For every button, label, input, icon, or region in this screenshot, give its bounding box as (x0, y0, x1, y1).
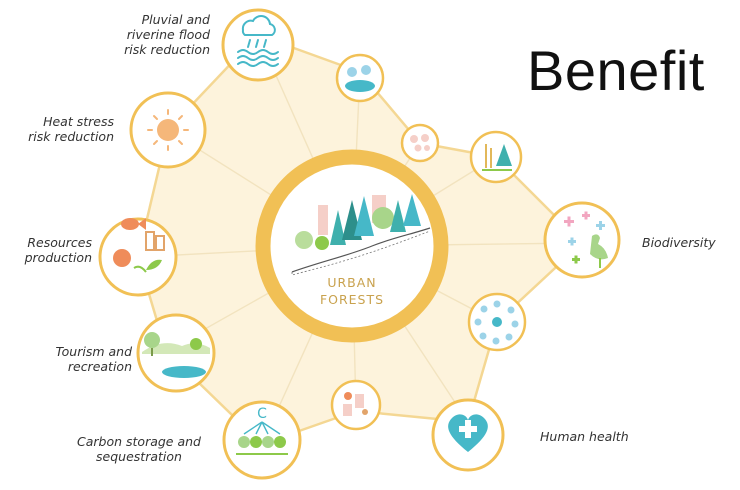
park-landscape-icon (142, 332, 210, 378)
resources-label-line2: production (24, 250, 92, 265)
tourism-label-line1: Tourism and (55, 344, 132, 359)
carbon-trees-icon: C (236, 406, 288, 455)
hand-coins-icon (343, 392, 368, 416)
wetland-icon (482, 144, 512, 171)
health-label: Human health (540, 429, 629, 444)
microbe-ring-icon (474, 300, 519, 345)
pluvial-label: Pluvial and riverine flood risk reductio… (94, 12, 210, 57)
pluvial-node (221, 8, 295, 82)
insect-icon (410, 134, 430, 152)
sun-icon (147, 109, 189, 151)
insect-node (400, 123, 440, 163)
carbon-node: C (222, 400, 302, 480)
center-ring (255, 149, 449, 343)
health-node (431, 398, 505, 472)
resources-node (98, 217, 178, 297)
resources-label: Resources production (4, 235, 92, 265)
pluvial-label-line3: risk reduction (124, 42, 210, 57)
tourism-node (136, 313, 216, 393)
carbon-label: Carbon storage and sequestration (64, 434, 214, 464)
carbon-label-line1: Carbon storage and (77, 434, 201, 449)
slide-title: Benefit (527, 39, 705, 102)
economy-node (330, 379, 382, 431)
pluvial-label-line2: riverine flood (126, 27, 210, 42)
lake-node (335, 53, 385, 103)
microbe-node (467, 292, 527, 352)
rain-waves-icon (237, 15, 279, 67)
center-label-line2: FORESTS (320, 292, 384, 307)
wetland-node (469, 130, 523, 184)
bird-sparkle-icon (564, 211, 608, 268)
heat-label-line1: Heat stress (43, 114, 114, 129)
biodiversity-label: Biodiversity (642, 235, 716, 250)
pluvial-label-line1: Pluvial and (141, 12, 210, 27)
heat-node (129, 91, 207, 169)
heat-label: Heat stress risk reduction (10, 114, 114, 144)
resources-label-line1: Resources (27, 235, 92, 250)
heat-label-line2: risk reduction (28, 129, 114, 144)
lake-trees-icon (345, 65, 375, 92)
heart-cross-icon (448, 414, 488, 452)
urban-forest-illustration (291, 194, 431, 276)
tourism-label-line2: recreation (67, 359, 132, 374)
carbon-label-line2: sequestration (96, 449, 182, 464)
biodiversity-node (543, 201, 621, 279)
tourism-label: Tourism and recreation (4, 344, 132, 374)
svg-text:C: C (257, 406, 267, 422)
fish-wood-fruit-icon (113, 218, 165, 273)
center-label-line1: URBAN (327, 275, 376, 290)
